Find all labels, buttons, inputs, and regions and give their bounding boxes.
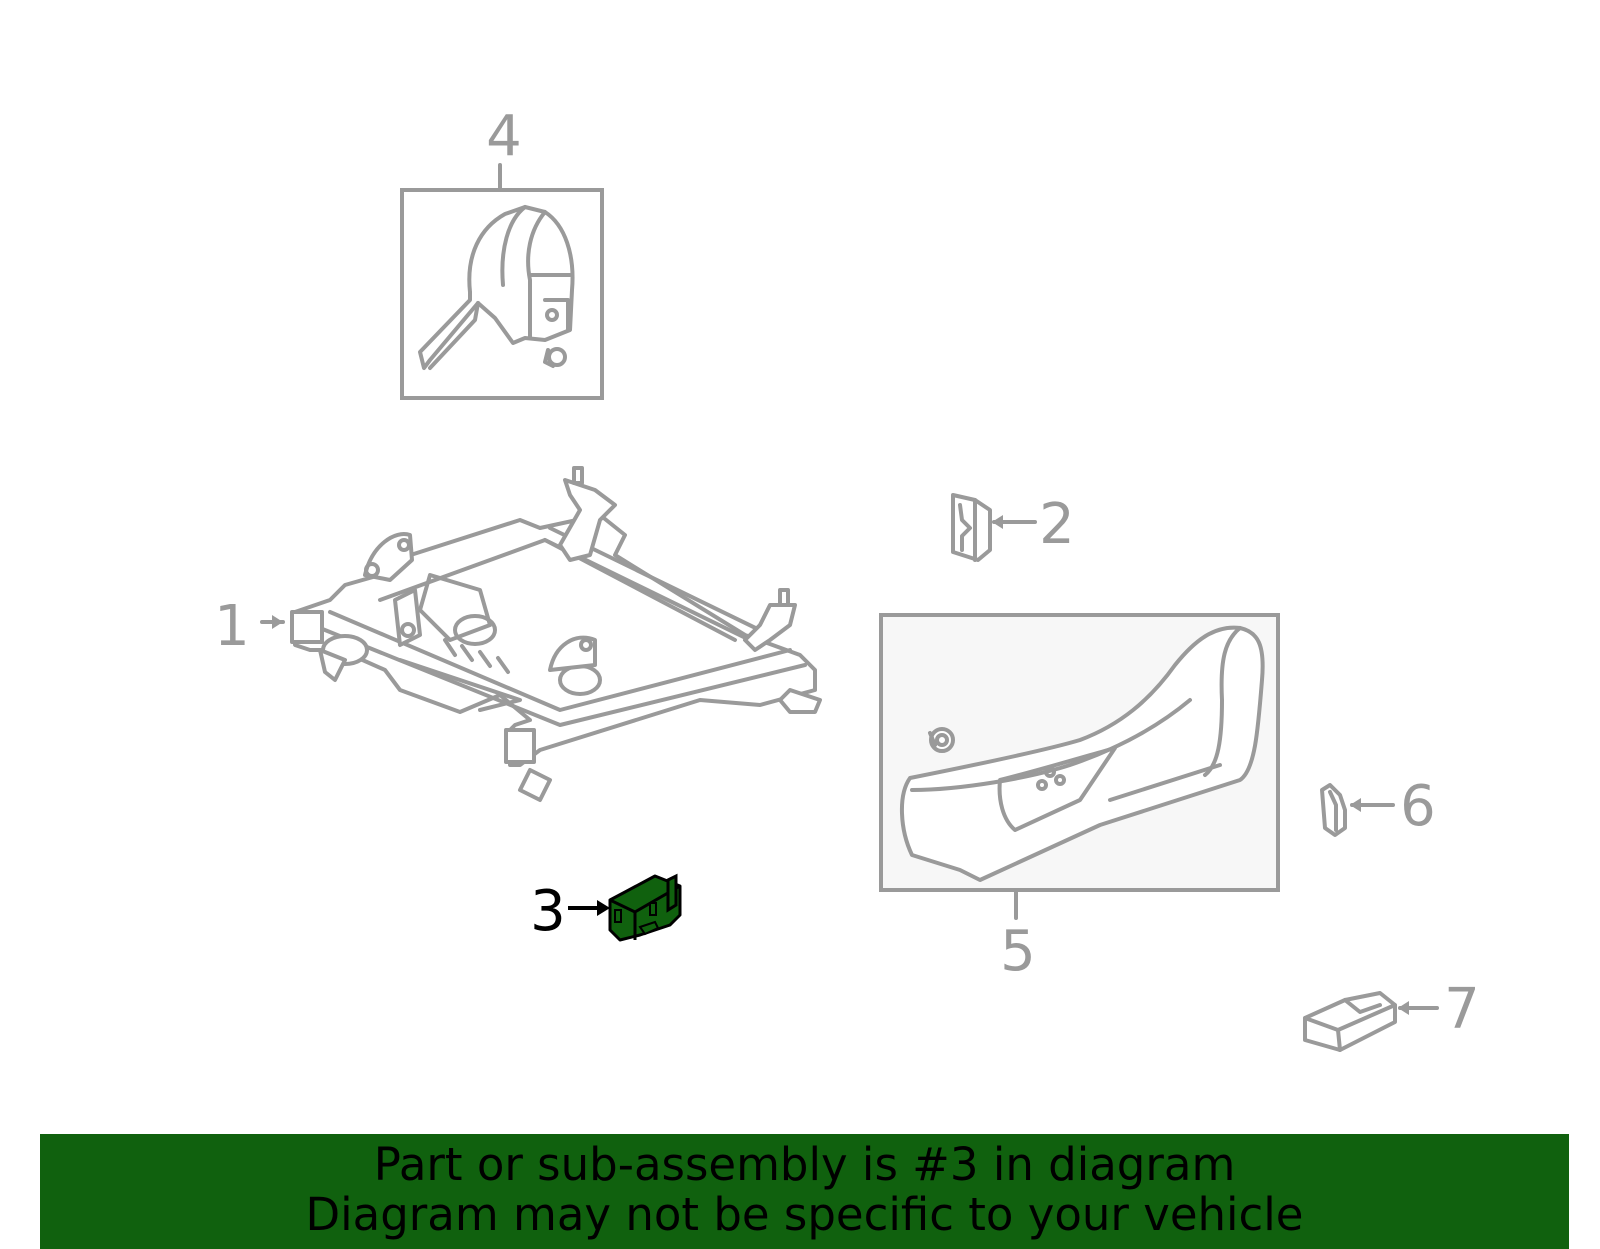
callout-2[interactable]: 2: [1039, 492, 1075, 557]
callout-6-arrowhead: [1350, 798, 1361, 812]
part-7-group: 7: [1303, 977, 1480, 1052]
callout-7[interactable]: 7: [1444, 977, 1480, 1042]
part-2-clip-shape: [951, 493, 992, 562]
callout-1-arrowhead: [272, 615, 283, 629]
callout-2-arrowhead: [992, 515, 1003, 529]
part-5-group: 5: [879, 613, 1280, 984]
part-3-module-shape[interactable]: [608, 873, 682, 942]
callout-5[interactable]: 5: [1000, 919, 1036, 984]
callout-7-arrowhead: [1398, 1001, 1409, 1015]
part-6-clip-shape: [1320, 783, 1347, 837]
part-2-group: 2: [951, 492, 1075, 562]
notice-banner: Part or sub-assembly is #3 in diagram Di…: [40, 1134, 1569, 1249]
callout-1[interactable]: 1: [214, 594, 250, 659]
callout-4[interactable]: 4: [486, 104, 522, 169]
part-6-group: 6: [1320, 774, 1436, 839]
part-3-group: 3: [530, 873, 682, 944]
part-4-group: 4: [400, 104, 604, 400]
part-1-group: 1: [214, 466, 822, 802]
part-1-seat-frame-shape: [290, 466, 822, 802]
callout-3[interactable]: 3: [530, 879, 566, 944]
notice-line-2: Diagram may not be specific to your vehi…: [305, 1188, 1304, 1241]
part-5-side-shield-shape: [900, 625, 1265, 882]
part-4-bracket-shape: [418, 205, 575, 370]
part-7-cap-shape: [1303, 991, 1397, 1052]
callout-6[interactable]: 6: [1400, 774, 1436, 839]
callout-3-arrowhead: [597, 900, 610, 916]
notice-line-1: Part or sub-assembly is #3 in diagram: [373, 1138, 1236, 1191]
